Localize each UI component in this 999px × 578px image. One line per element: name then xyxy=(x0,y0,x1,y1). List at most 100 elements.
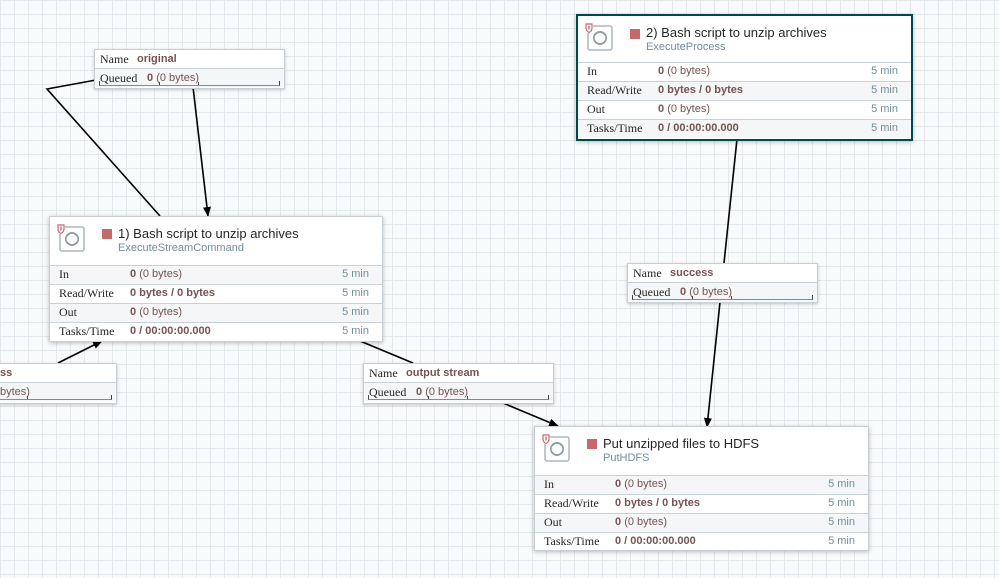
processor-name: 2) Bash script to unzip archives xyxy=(646,25,827,40)
stat-duration: 5 min xyxy=(828,516,855,528)
stat-duration: 5 min xyxy=(342,306,369,318)
name-label: Name xyxy=(633,266,662,280)
stat-row-tasks-time: Tasks/Time 0 / 00:00:00.000 5 min xyxy=(50,322,382,341)
connection-success-arrow[interactable] xyxy=(703,301,721,428)
connection-queued-row: Queued 0 (0 bytes) xyxy=(95,68,284,87)
stat-label: Tasks/Time xyxy=(59,324,115,338)
stat-label: Read/Write xyxy=(544,496,599,510)
stopped-icon xyxy=(102,229,112,239)
processor-put-hdfs[interactable]: Put unzipped files to HDFS PutHDFS In 0 … xyxy=(534,426,869,551)
processor-name: 1) Bash script to unzip archives xyxy=(118,226,299,241)
connection-name: output stream xyxy=(406,367,480,379)
queued-value: 0 (0 bytes) xyxy=(416,386,468,398)
stat-duration: 5 min xyxy=(871,65,898,77)
stat-row-in: In 0 (0 bytes) 5 min xyxy=(535,475,868,494)
queue-progress-bar xyxy=(0,395,112,400)
connection-original-arrow[interactable] xyxy=(192,86,211,217)
stat-value: 0 (0 bytes) xyxy=(615,478,667,490)
connection-left-arrow[interactable] xyxy=(57,340,103,364)
stat-value: 0 (0 bytes) xyxy=(658,65,710,77)
connection-queued-row: bytes) xyxy=(0,382,116,401)
stat-label: In xyxy=(587,64,597,78)
stat-value: 0 / 00:00:00.000 xyxy=(658,122,739,134)
stat-duration: 5 min xyxy=(342,287,369,299)
stopped-icon xyxy=(587,439,597,449)
stat-value: 0 / 00:00:00.000 xyxy=(130,325,211,337)
queued-label: Queued xyxy=(633,285,671,299)
stat-duration: 5 min xyxy=(828,497,855,509)
connection-name-row: ss xyxy=(0,364,116,382)
queued-label: Queued xyxy=(369,385,407,399)
stat-row-read-write: Read/Write 0 bytes / 0 bytes 5 min xyxy=(50,284,382,303)
processor-name: Put unzipped files to HDFS xyxy=(603,436,760,451)
stat-duration: 5 min xyxy=(828,478,855,490)
stat-value: 0 (0 bytes) xyxy=(130,268,182,280)
stat-duration: 5 min xyxy=(342,268,369,280)
stat-value: 0 bytes / 0 bytes xyxy=(658,84,743,96)
stat-row-in: In 0 (0 bytes) 5 min xyxy=(50,265,382,284)
stat-row-tasks-time: Tasks/Time 0 / 00:00:00.000 5 min xyxy=(578,119,911,138)
stat-row-read-write: Read/Write 0 bytes / 0 bytes 5 min xyxy=(578,81,911,100)
connection-name: ss xyxy=(0,367,13,379)
processor-icon xyxy=(585,23,613,51)
queued-value: 0 (0 bytes) xyxy=(680,286,732,298)
queue-progress-bar xyxy=(368,395,549,400)
stat-value: 0 (0 bytes) xyxy=(130,306,182,318)
name-label: Name xyxy=(369,366,398,380)
connection-name-row: Name original xyxy=(95,50,284,68)
processor-header: Put unzipped files to HDFS PutHDFS xyxy=(535,427,868,475)
connection-output-upper[interactable] xyxy=(359,340,414,364)
processor-header: 2) Bash script to unzip archives Execute… xyxy=(578,16,911,62)
connection-label-success[interactable]: Name success Queued 0 (0 bytes) xyxy=(627,263,818,303)
stat-row-out: Out 0 (0 bytes) 5 min xyxy=(535,513,868,532)
connection-output-arrow[interactable] xyxy=(502,402,559,427)
stat-label: In xyxy=(544,477,554,491)
name-label: Name xyxy=(100,52,129,66)
connection-queued-row: Queued 0 (0 bytes) xyxy=(628,282,817,301)
connection-queued-row: Queued 0 (0 bytes) xyxy=(364,382,553,401)
stat-value: 0 bytes / 0 bytes xyxy=(130,287,215,299)
stat-label: Out xyxy=(59,305,77,319)
stat-label: In xyxy=(59,267,69,281)
stat-duration: 5 min xyxy=(342,325,369,337)
queue-progress-bar xyxy=(632,295,813,300)
stat-value: 0 (0 bytes) xyxy=(615,516,667,528)
queued-value: bytes) xyxy=(0,386,30,398)
processor-type: ExecuteStreamCommand xyxy=(118,242,244,254)
stat-duration: 5 min xyxy=(828,535,855,547)
connection-original-loop[interactable] xyxy=(45,79,161,217)
connection-success-upper[interactable] xyxy=(723,138,738,264)
connection-name-row: Name success xyxy=(628,264,817,282)
stat-label: Tasks/Time xyxy=(544,534,600,548)
stat-row-in: In 0 (0 bytes) 5 min xyxy=(578,62,911,81)
stat-value: 0 (0 bytes) xyxy=(658,103,710,115)
processor-execute-stream-command[interactable]: 1) Bash script to unzip archives Execute… xyxy=(49,216,383,342)
stat-value: 0 / 00:00:00.000 xyxy=(615,535,696,547)
processor-type: PutHDFS xyxy=(603,452,650,464)
stat-row-out: Out 0 (0 bytes) 5 min xyxy=(578,100,911,119)
connection-name: success xyxy=(670,267,714,279)
stat-duration: 5 min xyxy=(871,84,898,96)
processor-icon xyxy=(542,434,570,462)
connection-label-output-stream[interactable]: Name output stream Queued 0 (0 bytes) xyxy=(363,363,554,404)
stat-duration: 5 min xyxy=(871,103,898,115)
connection-label-partial[interactable]: ss bytes) xyxy=(0,363,117,404)
stat-label: Tasks/Time xyxy=(587,121,643,135)
queued-value: 0 (0 bytes) xyxy=(147,72,199,84)
connection-name-row: Name output stream xyxy=(364,364,553,382)
stat-label: Read/Write xyxy=(587,83,642,97)
stat-label: Out xyxy=(544,515,562,529)
processor-icon xyxy=(57,224,85,252)
processor-header: 1) Bash script to unzip archives Execute… xyxy=(50,217,382,265)
stat-row-read-write: Read/Write 0 bytes / 0 bytes 5 min xyxy=(535,494,868,513)
stat-label: Out xyxy=(587,102,605,116)
stat-row-out: Out 0 (0 bytes) 5 min xyxy=(50,303,382,322)
stat-label: Read/Write xyxy=(59,286,114,300)
connection-label-original[interactable]: Name original Queued 0 (0 bytes) xyxy=(94,49,285,89)
stat-row-tasks-time: Tasks/Time 0 / 00:00:00.000 5 min xyxy=(535,532,868,551)
processor-execute-process[interactable]: 2) Bash script to unzip archives Execute… xyxy=(576,14,913,141)
stat-value: 0 bytes / 0 bytes xyxy=(615,497,700,509)
stopped-icon xyxy=(630,29,640,39)
queue-progress-bar xyxy=(99,81,280,86)
